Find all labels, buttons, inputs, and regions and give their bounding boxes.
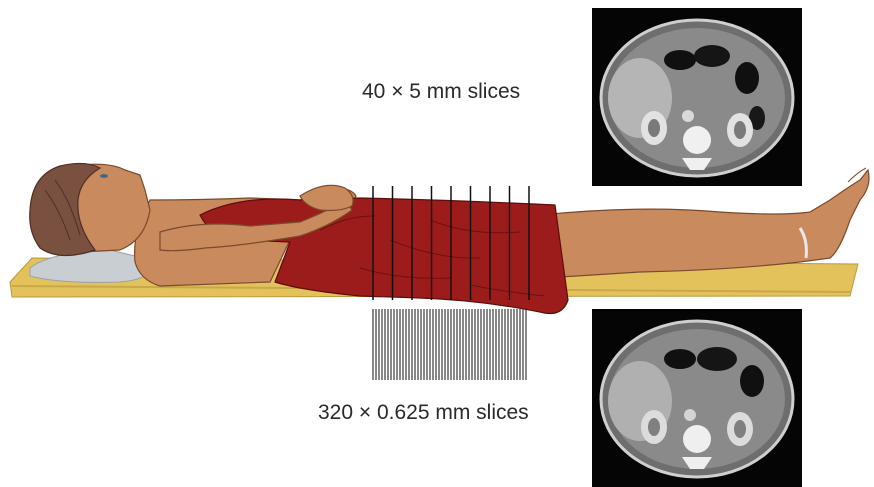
- thin-slice-lines: [373, 309, 526, 380]
- thin-slices-label: 320 × 0.625 mm slices: [318, 401, 529, 425]
- ct-image-thick-slices: [592, 8, 802, 186]
- ct-image-thin-slices: [592, 309, 802, 487]
- thick-slices-label: 40 × 5 mm slices: [362, 80, 520, 104]
- patient-legs: [540, 170, 869, 278]
